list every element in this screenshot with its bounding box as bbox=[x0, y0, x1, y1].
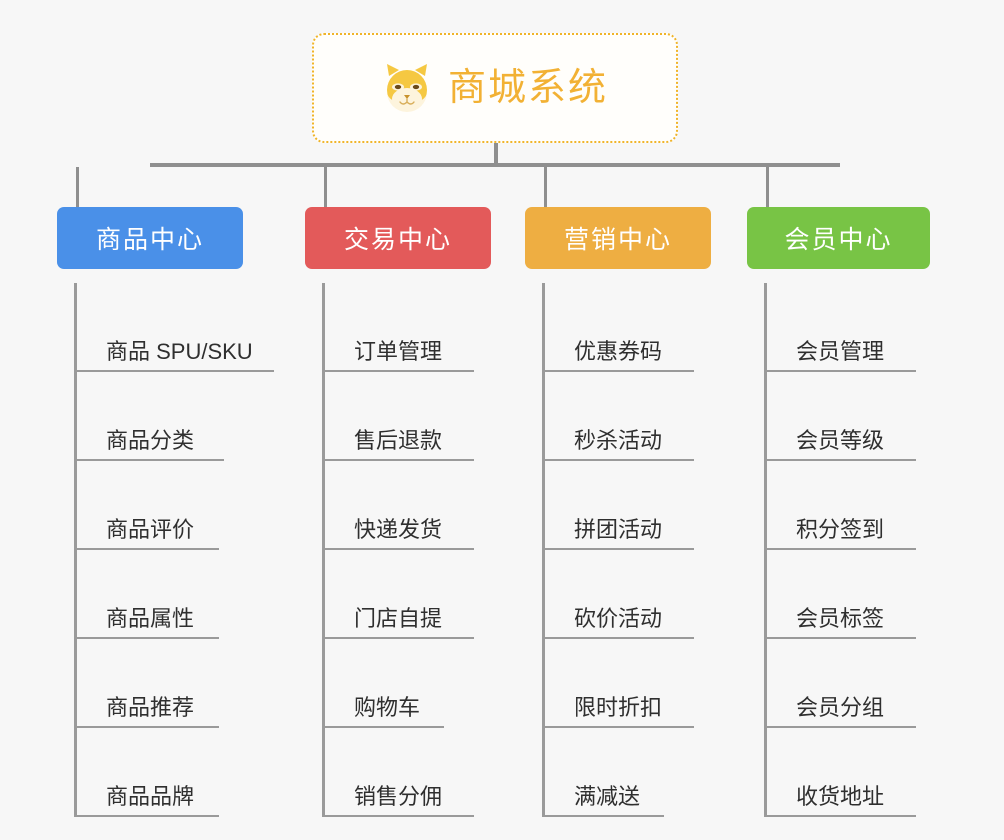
leaf-underline bbox=[322, 370, 474, 372]
leaf-item-label: 订单管理 bbox=[354, 339, 443, 364]
shiba-inu-icon bbox=[382, 62, 432, 114]
leaf-underline bbox=[542, 370, 694, 372]
leaf-underline bbox=[322, 726, 444, 728]
leaf-item[interactable]: 商品分类 bbox=[74, 372, 334, 461]
leaf-item-label: 会员管理 bbox=[796, 339, 885, 364]
leaf-item[interactable]: 优惠券码 bbox=[542, 283, 802, 372]
leaf-item[interactable]: 砍价活动 bbox=[542, 550, 802, 639]
branch-bus-connector bbox=[150, 163, 840, 167]
leaf-item-label: 商品评价 bbox=[106, 517, 195, 542]
leaf-underline bbox=[542, 459, 694, 461]
branch-header-3[interactable]: 营销中心 bbox=[525, 207, 711, 269]
leaf-item[interactable]: 满减送 bbox=[542, 728, 802, 817]
root-stem-connector bbox=[494, 143, 498, 165]
leaf-item[interactable]: 商品评价 bbox=[74, 461, 334, 550]
leaf-underline bbox=[74, 637, 219, 639]
leaf-item[interactable]: 会员管理 bbox=[764, 283, 1004, 372]
leaf-underline bbox=[764, 726, 916, 728]
leaf-underline bbox=[322, 548, 474, 550]
root-title: 商城系统 bbox=[447, 67, 608, 109]
leaf-item-label: 购物车 bbox=[354, 695, 421, 720]
leaf-item-label: 收货地址 bbox=[796, 784, 885, 809]
leaf-underline bbox=[542, 815, 664, 817]
leaf-item-label: 商品属性 bbox=[106, 606, 195, 631]
leaf-item-label: 商品 SPU/SKU bbox=[106, 339, 253, 364]
leaf-underline bbox=[322, 637, 474, 639]
branch-header-label: 会员中心 bbox=[784, 226, 893, 254]
leaf-underline bbox=[764, 815, 916, 817]
leaf-underline bbox=[74, 370, 274, 372]
leaf-item[interactable]: 门店自提 bbox=[322, 550, 582, 639]
leaf-item-label: 售后退款 bbox=[354, 428, 443, 453]
leaf-item[interactable]: 商品推荐 bbox=[74, 639, 334, 728]
leaf-item[interactable]: 商品 SPU/SKU bbox=[74, 283, 334, 372]
leaf-item[interactable]: 商品属性 bbox=[74, 550, 334, 639]
leaf-item-label: 会员分组 bbox=[796, 695, 885, 720]
leaf-underline bbox=[322, 815, 474, 817]
leaf-item-label: 门店自提 bbox=[354, 606, 443, 631]
leaf-underline bbox=[542, 637, 694, 639]
branch-header-label: 商品中心 bbox=[95, 226, 204, 254]
leaf-item-label: 商品品牌 bbox=[106, 784, 195, 809]
leaf-item[interactable]: 订单管理 bbox=[322, 283, 582, 372]
column-spine bbox=[74, 283, 77, 817]
branch-drop-connector bbox=[324, 167, 327, 207]
leaf-underline bbox=[74, 459, 224, 461]
leaf-item-label: 满减送 bbox=[574, 784, 641, 809]
leaf-item[interactable]: 售后退款 bbox=[322, 372, 582, 461]
column-spine bbox=[764, 283, 767, 817]
branch-header-1[interactable]: 商品中心 bbox=[57, 207, 243, 269]
leaf-underline bbox=[764, 459, 916, 461]
leaf-item[interactable]: 秒杀活动 bbox=[542, 372, 802, 461]
branch-drop-connector bbox=[544, 167, 547, 207]
leaf-item-label: 秒杀活动 bbox=[574, 428, 663, 453]
branch-items-column-1: 商品 SPU/SKU 商品分类商品评价商品属性商品推荐商品品牌 bbox=[74, 283, 334, 817]
leaf-item[interactable]: 拼团活动 bbox=[542, 461, 802, 550]
leaf-item-label: 商品推荐 bbox=[106, 695, 195, 720]
leaf-item-label: 积分签到 bbox=[796, 517, 885, 542]
branch-header-2[interactable]: 交易中心 bbox=[305, 207, 491, 269]
leaf-underline bbox=[542, 726, 694, 728]
column-spine bbox=[322, 283, 325, 817]
branch-header-label: 营销中心 bbox=[563, 226, 672, 254]
leaf-item-label: 会员标签 bbox=[796, 606, 885, 631]
leaf-underline bbox=[74, 548, 219, 550]
branch-header-label: 交易中心 bbox=[343, 226, 452, 254]
leaf-item[interactable]: 收货地址 bbox=[764, 728, 1004, 817]
leaf-underline bbox=[322, 459, 474, 461]
leaf-item[interactable]: 会员标签 bbox=[764, 550, 1004, 639]
column-spine bbox=[542, 283, 545, 817]
leaf-underline bbox=[764, 370, 916, 372]
leaf-item-label: 商品分类 bbox=[106, 428, 195, 453]
leaf-item[interactable]: 购物车 bbox=[322, 639, 582, 728]
leaf-underline bbox=[74, 815, 219, 817]
branch-drop-connector bbox=[766, 167, 769, 207]
leaf-item-label: 砍价活动 bbox=[574, 606, 663, 631]
branch-drop-connector bbox=[76, 167, 79, 207]
leaf-underline bbox=[74, 726, 219, 728]
leaf-item[interactable]: 快递发货 bbox=[322, 461, 582, 550]
leaf-underline bbox=[542, 548, 694, 550]
branch-header-4[interactable]: 会员中心 bbox=[747, 207, 930, 269]
leaf-underline bbox=[764, 548, 916, 550]
leaf-item-label: 优惠券码 bbox=[574, 339, 663, 364]
leaf-item[interactable]: 会员等级 bbox=[764, 372, 1004, 461]
branch-items-column-2: 订单管理售后退款快递发货门店自提购物车销售分佣 bbox=[322, 283, 582, 817]
leaf-item[interactable]: 积分签到 bbox=[764, 461, 1004, 550]
branch-items-column-4: 会员管理会员等级积分签到会员标签会员分组收货地址 bbox=[764, 283, 1004, 817]
leaf-item[interactable]: 会员分组 bbox=[764, 639, 1004, 728]
leaf-item-label: 会员等级 bbox=[796, 428, 885, 453]
leaf-item-label: 限时折扣 bbox=[574, 695, 663, 720]
leaf-item[interactable]: 限时折扣 bbox=[542, 639, 802, 728]
leaf-item-label: 拼团活动 bbox=[574, 517, 663, 542]
leaf-item[interactable]: 商品品牌 bbox=[74, 728, 334, 817]
leaf-item-label: 快递发货 bbox=[354, 517, 443, 542]
leaf-item-label: 销售分佣 bbox=[354, 784, 443, 809]
leaf-item[interactable]: 销售分佣 bbox=[322, 728, 582, 817]
root-node[interactable]: 商城系统 bbox=[312, 33, 678, 143]
branch-items-column-3: 优惠券码秒杀活动拼团活动砍价活动限时折扣满减送 bbox=[542, 283, 802, 817]
leaf-underline bbox=[764, 637, 916, 639]
